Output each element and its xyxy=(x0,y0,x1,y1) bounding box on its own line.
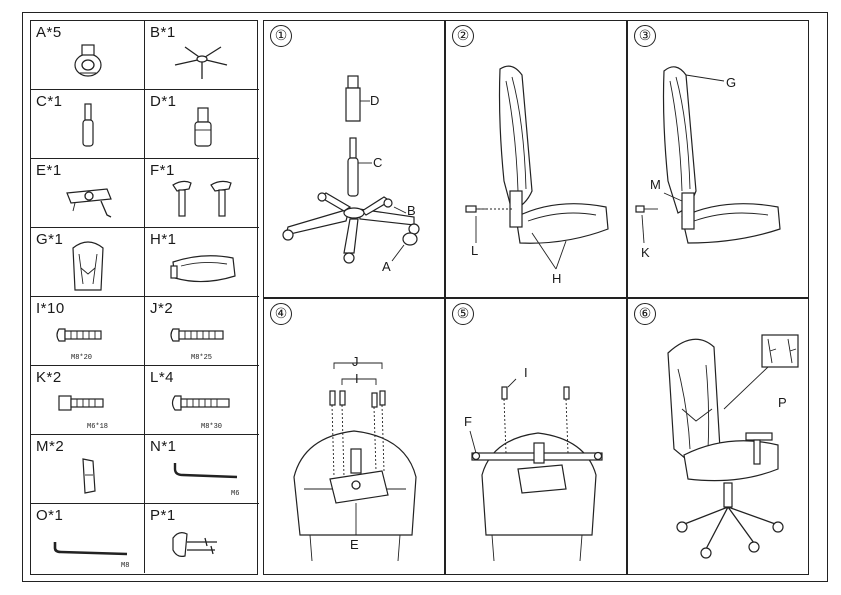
part-cell-p: P*1 xyxy=(145,504,259,573)
step-number: ⑥ xyxy=(634,303,656,325)
seat-cushion-icon xyxy=(170,255,236,283)
allen-key-icon xyxy=(53,542,128,556)
finished-chair-drawing xyxy=(667,334,799,559)
tool-spec: M6 xyxy=(231,490,240,498)
tool-spec: M8 xyxy=(121,562,130,570)
callout-j: J xyxy=(352,354,359,369)
callout-f: F xyxy=(464,414,472,429)
part-label: A*5 xyxy=(36,24,62,41)
callout-c: C xyxy=(373,155,383,170)
assembly-steps: ① D C xyxy=(263,20,809,575)
part-cell-o: O*1 M8 xyxy=(31,504,145,573)
instruction-sheet-border xyxy=(22,12,828,582)
part-cell-e: E*1 xyxy=(31,159,145,228)
part-cell-b: B*1 xyxy=(145,21,259,90)
step-number: ⑤ xyxy=(452,303,474,325)
part-label: L*4 xyxy=(150,369,175,386)
part-label: I*10 xyxy=(36,300,65,317)
callout-e: E xyxy=(350,537,359,552)
part-label: C*1 xyxy=(36,93,63,110)
armrest-attach-drawing xyxy=(469,378,603,562)
allen-key-icon xyxy=(173,463,238,479)
part-label: H*1 xyxy=(150,231,177,248)
callout-h: H xyxy=(552,271,562,286)
part-label: D*1 xyxy=(150,93,177,110)
step-6-panel: ⑥ P xyxy=(627,298,809,575)
part-label: O*1 xyxy=(36,507,64,524)
star-base-icon xyxy=(174,46,228,79)
bracket-icon xyxy=(82,458,96,494)
callout-g: G xyxy=(726,75,737,90)
part-cell-k: K*2 M6*18 xyxy=(31,366,145,435)
step-5-panel: ⑤ I F xyxy=(445,298,627,575)
callout-l: L xyxy=(471,243,479,258)
step-4-panel: ④ J I E xyxy=(263,298,445,575)
base-assembly-drawing xyxy=(282,75,420,264)
callout-a: A xyxy=(382,259,391,274)
hex-bolt-icon xyxy=(58,395,104,411)
bolt-icon xyxy=(171,395,230,411)
bolt-spec: M8*20 xyxy=(71,354,93,362)
backrest-attach-drawing xyxy=(465,65,609,270)
callout-i: I xyxy=(524,365,528,380)
part-label: F*1 xyxy=(150,162,175,179)
cover-clip-icon xyxy=(172,532,217,557)
part-label: J*2 xyxy=(150,300,174,317)
gas-lift-icon xyxy=(82,103,94,147)
part-cell-c: C*1 xyxy=(31,90,145,159)
part-cell-n: N*1 M6 xyxy=(145,435,259,504)
part-cell-i: I*10 M8*20 xyxy=(31,297,145,366)
callout-b: B xyxy=(407,203,416,218)
part-label: M*2 xyxy=(36,438,65,455)
step-2-panel: ② L H xyxy=(445,20,627,298)
mechanism-attach-drawing xyxy=(293,362,417,562)
bolt-spec: M6*18 xyxy=(87,423,109,431)
bolt-spec: M8*25 xyxy=(191,354,213,362)
step-1-panel: ① D C xyxy=(263,20,445,298)
part-cell-j: J*2 M8*25 xyxy=(145,297,259,366)
part-label: B*1 xyxy=(150,24,176,41)
part-label: N*1 xyxy=(150,438,177,455)
part-cell-h: H*1 xyxy=(145,228,259,297)
step-number: ② xyxy=(452,25,474,47)
bolt-icon xyxy=(56,328,102,342)
step-number: ④ xyxy=(270,303,292,325)
callout-d: D xyxy=(370,93,380,108)
part-cell-d: D*1 xyxy=(145,90,259,159)
parts-list: A*5 B*1 C*1 D*1 E*1 xyxy=(30,20,259,575)
part-cell-g: G*1 xyxy=(31,228,145,297)
callout-k: K xyxy=(641,245,650,260)
part-cell-f: F*1 xyxy=(145,159,259,228)
bolt-icon xyxy=(170,328,224,342)
armrests-icon xyxy=(172,180,232,217)
step-number: ① xyxy=(270,25,292,47)
part-label: G*1 xyxy=(36,231,64,248)
part-label: K*2 xyxy=(36,369,62,386)
backrest-icon xyxy=(72,241,104,291)
part-cell-l: L*4 M8*30 xyxy=(145,366,259,435)
callout-p: P xyxy=(778,395,787,410)
part-cell-a: A*5 xyxy=(31,21,145,90)
callout-m: M xyxy=(650,177,661,192)
part-label: P*1 xyxy=(150,507,176,524)
backrest-bracket-drawing xyxy=(635,66,781,244)
tilt-mechanism-icon xyxy=(66,188,112,218)
bolt-spec: M8*30 xyxy=(201,423,223,431)
gas-lift-cover-icon xyxy=(194,107,212,147)
step-3-panel: ③ G M K xyxy=(627,20,809,298)
part-label: E*1 xyxy=(36,162,62,179)
caster-wheel-icon xyxy=(74,44,102,77)
callout-i: I xyxy=(355,371,359,386)
part-cell-m: M*2 xyxy=(31,435,145,504)
step-number: ③ xyxy=(634,25,656,47)
